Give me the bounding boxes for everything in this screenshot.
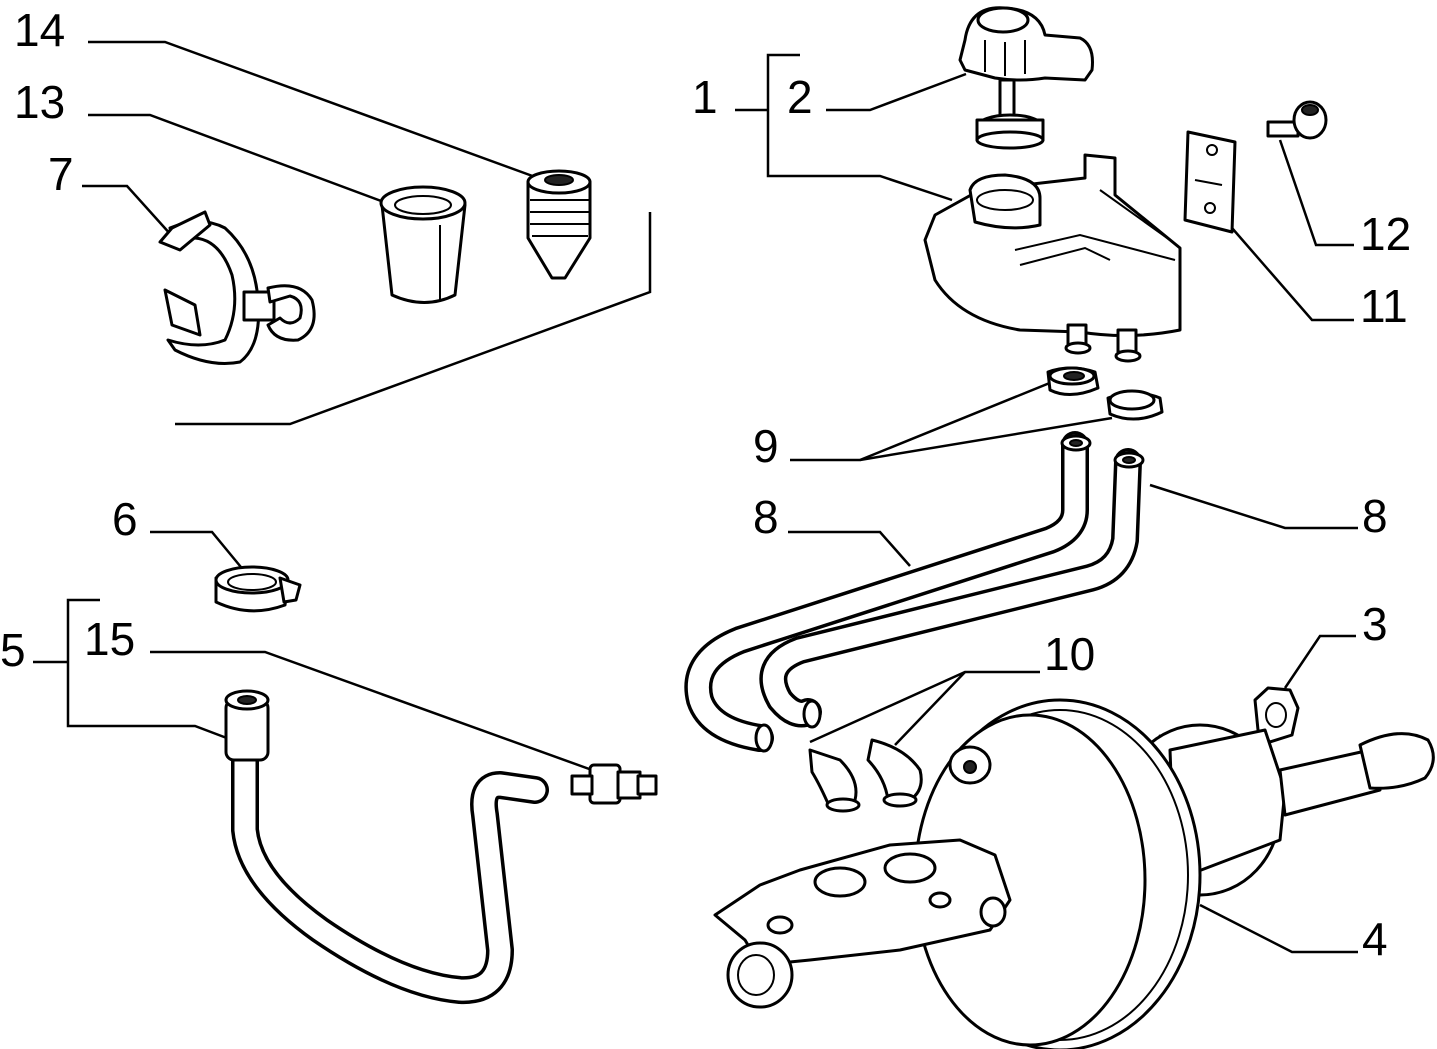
leader-11 [1231,227,1354,322]
leader-4 [1199,903,1358,954]
part-8-hoses [684,431,1145,753]
part-15-check-valve [570,763,658,805]
part-10-connectors [808,738,923,813]
part-11-plate [1183,130,1237,234]
part-13-bushing [379,185,467,304]
leader-14 [88,40,539,180]
label-4: 4 [1362,913,1388,965]
label-13: 13 [14,76,65,128]
leader-9b [859,416,1113,462]
part-1-reservoir [923,153,1182,363]
leader-8-left [788,530,911,567]
leader-2 [826,72,967,112]
part-12-screw [1266,100,1328,140]
leader-10b [894,671,966,746]
leader-9 [790,376,1063,462]
part-2-reservoir-cap [958,6,1094,150]
part-4-brake-booster [713,698,1435,1049]
leader-3 [1283,634,1356,689]
label-8-left: 8 [753,491,779,543]
label-2: 2 [787,71,813,123]
part-7-clamp-bracket [158,210,316,365]
callout-labels: 14 13 7 6 5 15 1 2 12 11 9 8 8 10 3 4 [0,4,1411,965]
part-5-vacuum-hose [224,689,549,1005]
leader-8-right [1149,483,1358,530]
leader-7 [82,184,173,237]
label-8-right: 8 [1362,490,1388,542]
label-15: 15 [84,613,135,665]
leader-13 [88,113,393,207]
label-7: 7 [48,148,74,200]
label-6: 6 [112,493,138,545]
label-3: 3 [1362,598,1388,650]
separator-line [175,212,652,426]
part-6-hose-clamp [214,565,302,613]
label-12: 12 [1360,208,1411,260]
bracket-5 [66,598,233,742]
leader-12 [1278,139,1354,247]
label-5: 5 [0,624,26,676]
part-9-grommets [1046,366,1164,421]
label-14: 14 [14,4,65,56]
leader-6 [150,530,246,573]
leader-lines [33,40,1358,954]
label-10: 10 [1044,628,1095,680]
leader-15 [150,650,593,772]
bracket-1 [766,53,953,202]
part-14-boot [526,169,592,280]
label-9: 9 [753,420,779,472]
label-11: 11 [1360,280,1408,332]
label-1: 1 [692,71,718,123]
